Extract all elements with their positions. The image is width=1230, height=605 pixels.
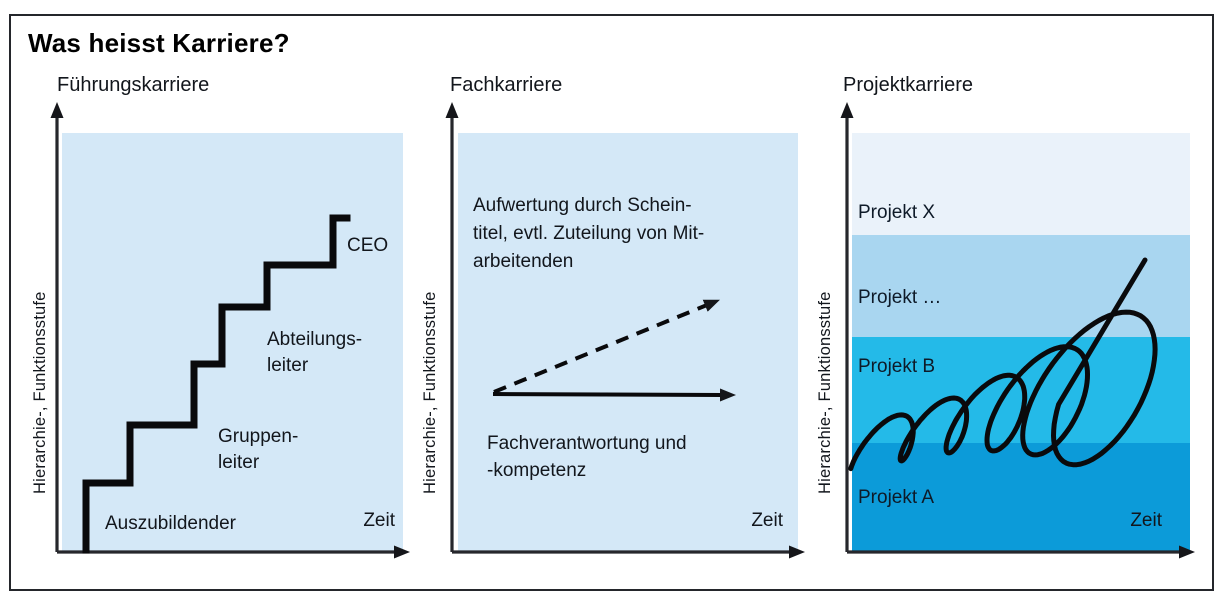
band-label-projekt-x: Projekt X xyxy=(858,202,936,223)
note-fachverantwortung: Fachverantwortung und -kompetenz xyxy=(487,433,687,481)
step-label-abteilungsleiter: Abteilungs- leiter xyxy=(267,329,363,376)
band-label-projekt-b: Projekt B xyxy=(858,356,936,377)
band-label-projekt-a: Projekt A xyxy=(858,487,935,508)
panel-title-fachkarriere: Fachkarriere xyxy=(450,74,563,96)
band-projekt-b xyxy=(852,337,1190,443)
band-label-projekt-dots: Projekt … xyxy=(858,287,942,308)
figure-border xyxy=(9,14,1214,591)
y-axis-label: Hierarchie-, Funktionsstufe xyxy=(421,291,439,494)
y-axis-label: Hierarchie-, Funktionsstufe xyxy=(31,291,49,494)
panel-title-fuehrungskarriere: Führungskarriere xyxy=(57,74,210,96)
step-label-ceo: CEO xyxy=(347,235,389,256)
figure-title: Was heisst Karriere? xyxy=(28,28,290,58)
x-axis-label: Zeit xyxy=(363,510,395,531)
note-scheintitel: Aufwertung durch Schein- titel, evtl. Zu… xyxy=(473,195,705,272)
band-projekt-x xyxy=(852,133,1190,235)
band-projekt-dots xyxy=(852,235,1190,337)
y-axis-label: Hierarchie-, Funktionsstufe xyxy=(816,291,834,494)
step-label-auszubildender: Auszubildender xyxy=(105,513,236,534)
panel-title-projektkarriere: Projektkarriere xyxy=(843,74,974,96)
x-axis-label: Zeit xyxy=(751,510,783,531)
x-axis-label: Zeit xyxy=(1130,510,1162,531)
step-label-gruppenleiter: Gruppen- leiter xyxy=(218,426,299,473)
